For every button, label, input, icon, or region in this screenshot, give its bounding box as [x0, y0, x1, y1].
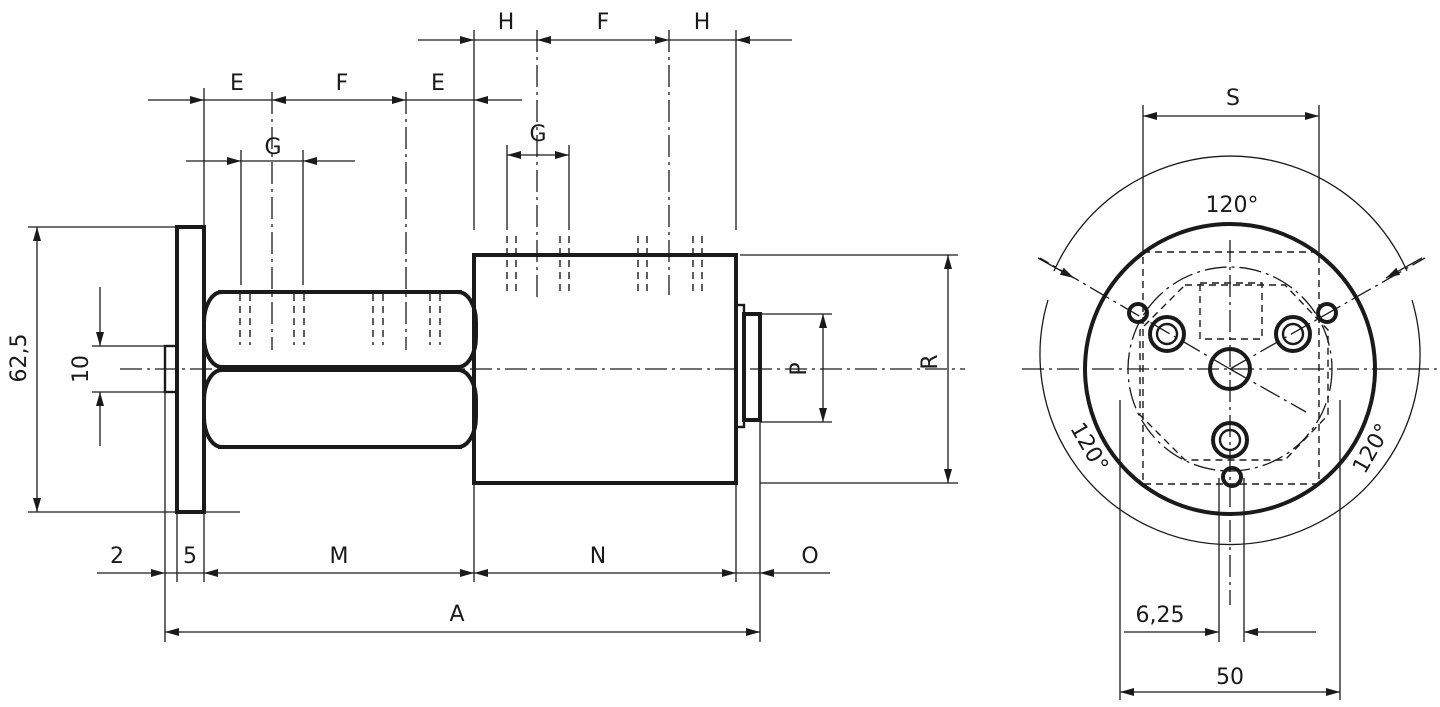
label-n: N [590, 544, 606, 569]
left-pin [163, 344, 179, 394]
side-view: H F H E F E G G [7, 10, 965, 642]
hidden-inner-square [1199, 282, 1263, 340]
small-hole-left [1127, 302, 1149, 324]
label-s: S [1226, 86, 1240, 111]
label-angle-right: 120° [1348, 420, 1396, 478]
label-a: A [449, 602, 464, 627]
pitch-circle [1127, 266, 1333, 472]
label-e-left: E [230, 71, 244, 96]
label-5: 5 [183, 544, 197, 569]
label-2: 2 [110, 544, 124, 569]
angle-arrow-left [1037, 257, 1075, 279]
counterbored-hole-left [1148, 315, 1186, 353]
dim-row-hfh: H F H [418, 10, 792, 44]
dim-r: R [740, 254, 958, 484]
label-h-right: H [694, 10, 711, 35]
outer-thin-arc [1039, 299, 1421, 546]
left-body-lower-lobe [202, 368, 478, 449]
label-g-right: G [529, 122, 546, 147]
label-50: 50 [1216, 665, 1244, 690]
dim-row-efe: E F E [148, 71, 522, 104]
radial-line-lower-right [1229, 368, 1307, 413]
label-6-25: 6,25 [1136, 603, 1185, 628]
dim-g-right: G [507, 122, 569, 159]
dim-a: A [165, 602, 760, 636]
dim-p: P [760, 313, 832, 423]
label-angle-left: 120° [1065, 419, 1113, 477]
small-hole-right [1316, 302, 1338, 324]
label-10: 10 [69, 355, 94, 383]
dim-g-left: G [186, 135, 355, 165]
outer-circle [1083, 222, 1377, 516]
dim-6-25: 6,25 [1124, 478, 1316, 642]
label-g-left: G [264, 135, 281, 160]
dim-10: 10 [69, 287, 165, 446]
dim-62-5: 62,5 [7, 226, 240, 513]
left-body-hidden-holes [239, 294, 441, 345]
label-m: M [330, 544, 349, 569]
label-r: R [918, 354, 943, 369]
label-h-left: H [498, 10, 515, 35]
label-e-right: E [431, 71, 445, 96]
left-body-upper-lobe [202, 290, 478, 369]
right-body-hidden-holes [506, 236, 703, 292]
dim-s: S [1142, 86, 1320, 252]
label-f-top: F [597, 10, 610, 35]
label-o: O [801, 544, 818, 569]
label-angle-top: 120° [1206, 193, 1259, 218]
label-62-5: 62,5 [7, 334, 32, 383]
end-view: S 120° 120° 120° 6,25 50 [1022, 86, 1440, 700]
hidden-octagon [1139, 284, 1329, 461]
right-end-cap [742, 312, 762, 422]
center-bore [1208, 347, 1252, 391]
label-p: P [787, 362, 812, 375]
counterbored-hole-right [1274, 315, 1312, 353]
small-hole-bottom [1221, 466, 1243, 488]
dim-row-bottom: 2 5 M N O [97, 544, 830, 577]
dim-50: 50 [1119, 400, 1341, 700]
angle-dimension-arc [1053, 155, 1408, 272]
top-extension-lines [203, 30, 737, 350]
angle-arrow-right [1385, 257, 1423, 279]
label-f-mid: F [336, 71, 349, 96]
counterbored-hole-bottom [1211, 421, 1249, 459]
